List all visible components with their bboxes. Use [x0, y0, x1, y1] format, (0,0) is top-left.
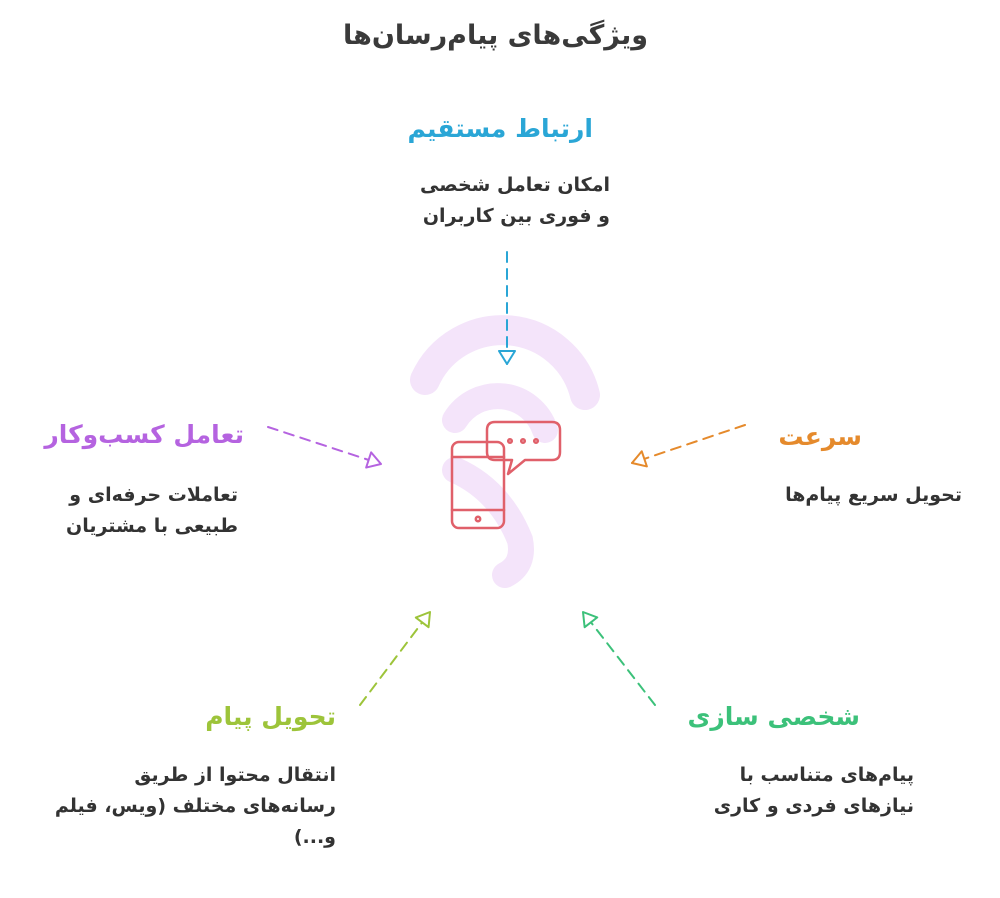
desc-line: انتقال محتوا از طریق [134, 764, 336, 786]
feature-desc-business: تعاملات حرفه‌ای و طبیعی با مشتریان [66, 480, 238, 542]
feature-desc-speed: تحویل سریع پیام‌ها [785, 480, 962, 511]
desc-line: امکان تعامل شخصی [420, 174, 610, 196]
desc-line: رسانه‌های مختلف (ویس، فیلم [54, 795, 336, 817]
arrowhead [365, 451, 382, 469]
feature-heading-speed: سرعت [778, 422, 862, 451]
feature-heading-business: تعامل کسب‌وکار [44, 420, 244, 449]
feature-heading-delivery: تحویل پیام [205, 702, 336, 731]
arrow-personalization [582, 611, 656, 706]
watermark-logo [410, 315, 600, 588]
desc-line: پیام‌های متناسب با [739, 764, 914, 786]
feature-heading-personalization: شخصی سازی [687, 702, 860, 731]
arrowhead [631, 450, 648, 468]
feature-desc-personalization: پیام‌های متناسب با نیازهای فردی و کاری [714, 760, 914, 822]
arrow-speed [631, 424, 746, 464]
desc-line: و فوری بین کاربران [422, 205, 610, 227]
arrowhead [498, 350, 516, 365]
desc-line: تعاملات حرفه‌ای و [69, 484, 238, 506]
desc-line: تحویل سریع پیام‌ها [785, 484, 962, 506]
desc-line: نیازهای فردی و کاری [713, 795, 914, 817]
feature-heading-direct: ارتباط مستقیم [407, 114, 593, 143]
phone-chat-icon [450, 420, 562, 530]
feature-desc-delivery: انتقال محتوا از طریق رسانه‌های مختلف (وی… [55, 760, 336, 853]
desc-line: و...) [293, 826, 336, 848]
desc-line: طبیعی با مشتریان [65, 515, 238, 537]
arrowhead [414, 611, 431, 629]
arrow-delivery [359, 611, 431, 706]
feature-desc-direct: امکان تعامل شخصی و فوری بین کاربران [420, 170, 610, 232]
arrow-business [267, 426, 382, 465]
page-title: ویژگی‌های پیام‌رسان‌ها [343, 20, 648, 51]
arrowhead [582, 611, 599, 629]
